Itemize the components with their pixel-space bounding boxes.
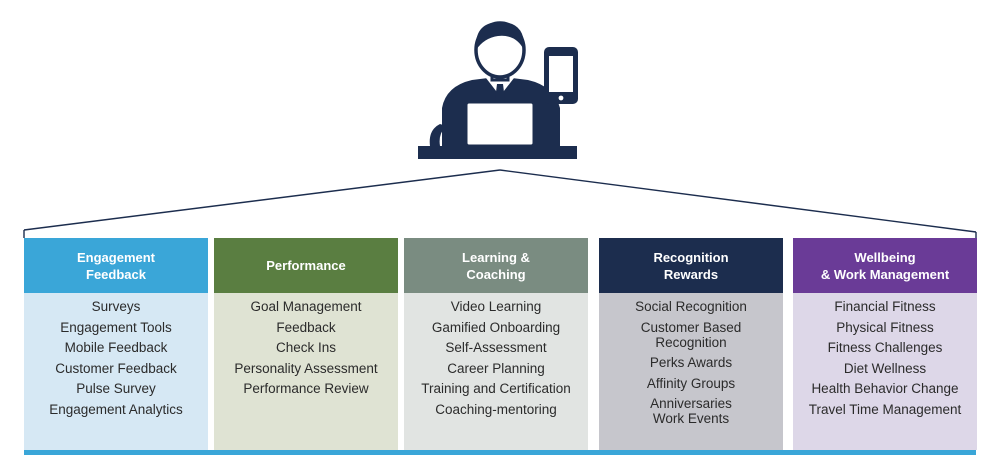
column-item: Coaching-mentoring [435, 401, 557, 417]
column-item: Goal Management [250, 299, 362, 314]
column-item: Customer Feedback [55, 360, 177, 376]
column-item: Customer Based Recognition [640, 319, 742, 350]
column-item: Fitness Challenges [827, 340, 943, 355]
column-item: Surveys [91, 299, 141, 314]
column-item: Video Learning [450, 299, 542, 314]
column-item: Physical Fitness [836, 319, 934, 335]
column-item: Check Ins [275, 340, 337, 355]
header-illustration [23, 21, 977, 238]
column-header: Recognition Rewards [599, 238, 783, 293]
column-item: Diet Wellness [843, 360, 927, 376]
person-at-laptop-icon [418, 21, 577, 159]
column-item: Engagement Tools [60, 319, 172, 335]
column-item: Health Behavior Change [811, 381, 959, 396]
column-item: Training and Certification [421, 381, 571, 396]
column-header: Performance [214, 238, 398, 293]
column-item: Career Planning [447, 360, 545, 376]
column-item: Social Recognition [635, 299, 747, 314]
column-header: Wellbeing & Work Management [793, 238, 977, 293]
column-item: Performance Review [243, 381, 369, 396]
column-item: Engagement Analytics [49, 401, 183, 417]
column-item: Financial Fitness [834, 299, 936, 314]
column-item: Travel Time Management [808, 401, 962, 417]
column-item: Personality Assessment [234, 360, 378, 376]
column-item: Feedback [276, 319, 336, 335]
column-item: Mobile Feedback [64, 340, 168, 355]
column-item: Gamified Onboarding [431, 319, 561, 335]
smartphone-icon [544, 47, 578, 104]
roof-outline [23, 169, 977, 238]
column-item: Self-Assessment [445, 340, 547, 355]
column-item: Affinity Groups [646, 375, 736, 391]
column-header: Engagement Feedback [24, 238, 208, 293]
column-item: Perks Awards [649, 355, 733, 370]
base-bar [24, 450, 976, 455]
column-item: Pulse Survey [76, 381, 156, 396]
column-header: Learning & Coaching [404, 238, 588, 293]
column-item: Anniversaries Work Events [650, 396, 732, 426]
